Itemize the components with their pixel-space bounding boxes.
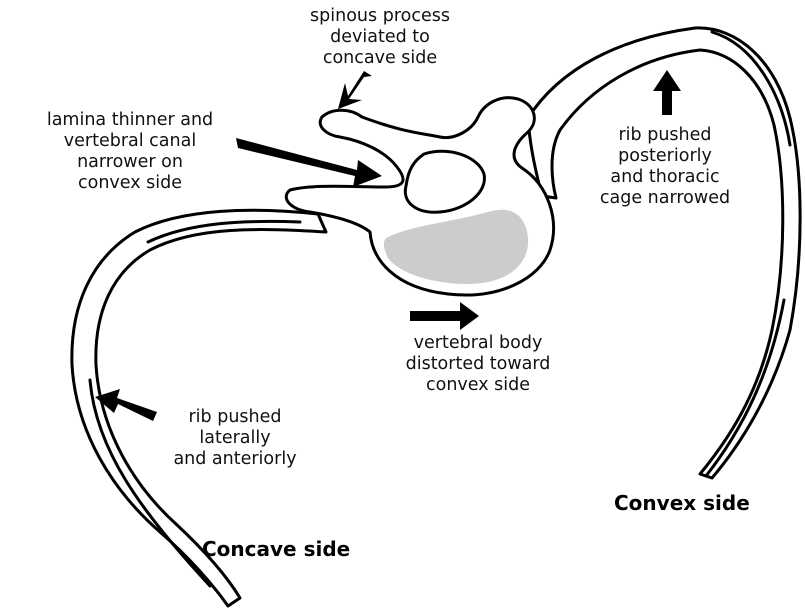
- label-line: cage narrowed: [570, 188, 760, 209]
- label-line: laterally: [140, 428, 330, 449]
- label-line: distorted toward: [378, 354, 578, 375]
- label-line: and anteriorly: [140, 449, 330, 470]
- label-line: concave side: [280, 48, 480, 69]
- label-line: convex side: [10, 173, 250, 194]
- concave-side-label: Concave side: [202, 537, 350, 561]
- label-line: convex side: [378, 375, 578, 396]
- arrow-lamina: [236, 138, 382, 187]
- arrow-spinous: [338, 71, 372, 109]
- label-line: lamina thinner and: [10, 110, 250, 131]
- arrow-rib-posterior: [653, 70, 681, 115]
- label-line: vertebral body: [378, 333, 578, 354]
- label-line: rib pushed: [140, 407, 330, 428]
- lamina-label: lamina thinner and vertebral canal narro…: [10, 110, 250, 194]
- spinous-process-label: spinous process deviated to concave side: [280, 6, 480, 69]
- rib-posterior-label: rib pushed posteriorly and thoracic cage…: [570, 125, 760, 209]
- label-line: posteriorly: [570, 146, 760, 167]
- vertebral-body-label: vertebral body distorted toward convex s…: [378, 333, 578, 396]
- label-line: and thoracic: [570, 167, 760, 188]
- arrow-vertebral-body: [410, 302, 479, 330]
- label-line: spinous process: [280, 6, 480, 27]
- convex-side-label: Convex side: [614, 491, 750, 515]
- label-line: deviated to: [280, 27, 480, 48]
- label-line: rib pushed: [570, 125, 760, 146]
- label-line: vertebral canal: [10, 131, 250, 152]
- rib-lateral-label: rib pushed laterally and anteriorly: [140, 407, 330, 470]
- label-line: narrower on: [10, 152, 250, 173]
